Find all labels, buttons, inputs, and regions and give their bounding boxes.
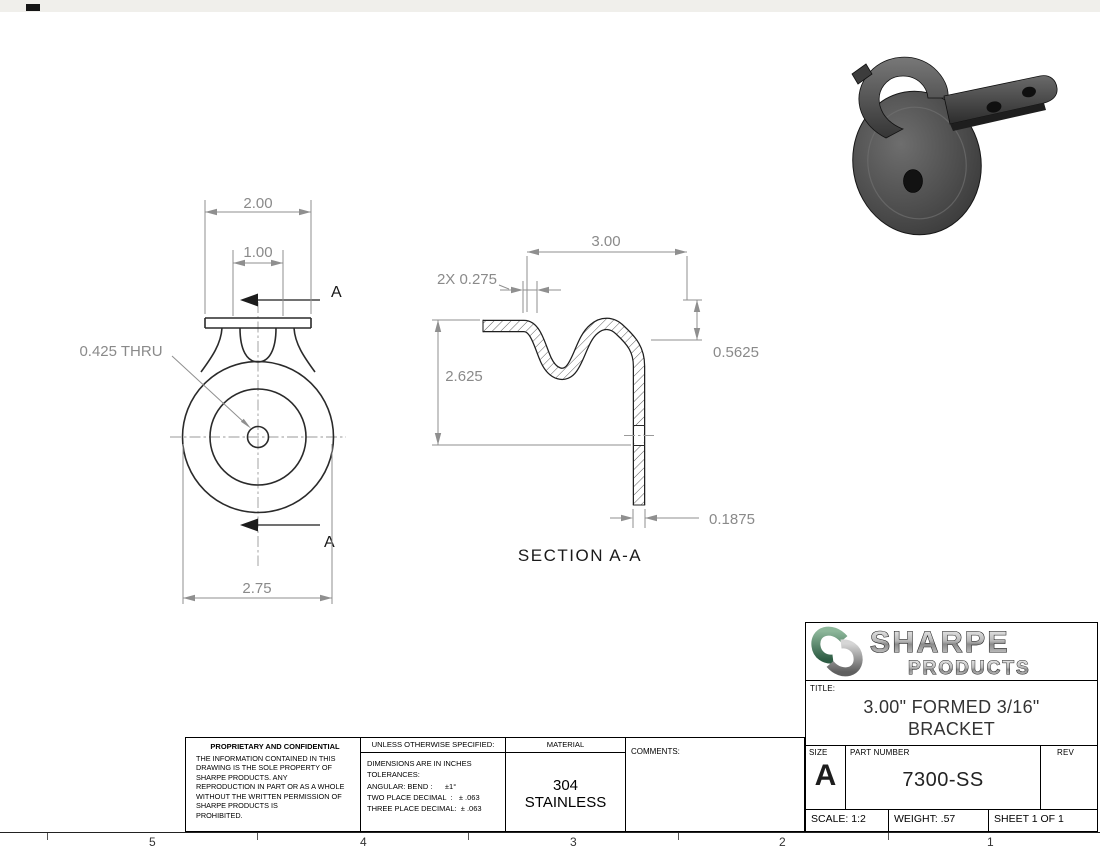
dim-section-height: 2.625 <box>445 368 483 385</box>
sheet-zone-ruler: 5 4 3 2 1 <box>0 832 1100 850</box>
drawing-title-line2: BRACKET <box>907 718 996 739</box>
spec-line: TOLERANCES: <box>367 770 420 780</box>
section-label-top: A <box>331 284 342 301</box>
spec-line: TWO PLACE DECIMAL : ± .063 <box>367 792 480 802</box>
title-row: TITLE: 3.00" FORMED 3/16" BRACKET <box>806 681 1097 746</box>
size-label: SIZE <box>809 748 828 757</box>
proprietary-line: REPRODUCTION IN PART OR AS A WHOLE <box>196 782 345 792</box>
rev-cell: REV <box>1041 746 1097 809</box>
proprietary-line: SHARPE PRODUCTS. ANY <box>196 772 288 782</box>
section-label-bottom: A <box>324 534 335 551</box>
material-value-line2: STAINLESS <box>524 794 607 812</box>
comments-cell: COMMENTS: <box>626 738 804 831</box>
proprietary-line: THE INFORMATION CONTAINED IN THIS <box>196 754 336 763</box>
iso-clamp-lip <box>851 63 873 85</box>
iso-center-hole <box>903 169 923 193</box>
part-number-cell: PART NUMBER 7300-SS <box>846 746 1041 809</box>
section-arrow-top-icon <box>240 293 258 307</box>
section-profile-outline <box>483 317 646 505</box>
zone-tick <box>257 833 258 840</box>
section-cut-marks <box>240 293 320 532</box>
front-view-dimension-lines <box>171 200 333 604</box>
part-number-value: 7300-SS <box>902 769 984 791</box>
proprietary-cell: PROPRIETARY AND CONFIDENTIAL THE INFORMA… <box>186 738 361 831</box>
dim-section-thickness: 0.1875 <box>709 511 755 528</box>
scale-text: SCALE: 1:2 <box>806 810 889 831</box>
proprietary-line: WITHOUT THE WRITTEN PERMISSION OF <box>196 791 342 801</box>
dim-section-lip: 2X 0.275 <box>437 271 497 288</box>
inner-circle <box>209 388 307 486</box>
iso-tab-hole-1 <box>986 101 1002 113</box>
scale-weight-sheet-row: SCALE: 1:2 WEIGHT: .57 SHEET 1 OF 1 <box>806 810 1097 831</box>
hole-break-edges <box>633 424 645 447</box>
section-profile-hatch <box>483 318 644 505</box>
front-view-geometry <box>181 317 335 514</box>
zone-label: 4 <box>360 835 367 849</box>
section-view: 3.00 2X 0.275 2.625 0.5625 0.1875 SECTIO… <box>432 233 759 565</box>
spec-header: UNLESS OTHERWISE SPECIFIED: <box>361 738 505 753</box>
size-cell: SIZE A <box>806 746 846 809</box>
section-view-dimension-lines <box>432 248 702 528</box>
dim-flange-width: 2.00 <box>243 195 272 212</box>
sheet-top-margin <box>0 0 1100 12</box>
rev-label: REV <box>1057 748 1075 757</box>
front-view: A A 2.00 1.00 0.425 THRU 2.75 <box>79 195 346 604</box>
spec-line: THREE PLACE DECIMAL: ± .063 <box>367 804 482 813</box>
iso-view <box>851 56 1058 236</box>
logo-text-sharpe: SHARPE <box>870 626 1010 659</box>
drawing-title-line1: 3.00" FORMED 3/16" <box>863 697 1040 717</box>
zone-tick <box>678 833 679 840</box>
iso-disc-rim <box>867 106 967 220</box>
material-value-line1: 304 <box>552 777 579 794</box>
zone-tick <box>47 833 48 840</box>
part-number-label: PART NUMBER <box>850 748 910 757</box>
logo-s-icon <box>811 626 863 677</box>
proprietary-line: PROHIBITED. <box>196 810 243 820</box>
size-value: A <box>814 759 837 792</box>
profile-end-caps <box>482 319 646 506</box>
iso-tab-edge <box>950 103 1046 131</box>
zone-label: 1 <box>987 835 994 849</box>
logo-row: SHARPE PRODUCTS <box>806 623 1097 681</box>
scan-artifact-mark <box>26 4 40 11</box>
zone-label: 3 <box>570 835 577 849</box>
comments-label: COMMENTS: <box>631 747 680 756</box>
outer-circle <box>181 360 335 514</box>
dim-hub-width: 1.00 <box>243 244 272 261</box>
title-label: TITLE: <box>810 684 836 693</box>
iso-tab-hole-2 <box>1022 86 1036 98</box>
zone-label: 5 <box>149 835 156 849</box>
dim-section-width: 3.00 <box>591 233 620 250</box>
dim-hole-callout: 0.425 THRU <box>79 343 162 360</box>
sheet-text: SHEET 1 OF 1 <box>994 813 1064 825</box>
weight-text: WEIGHT: .57 <box>889 810 989 831</box>
zone-tick <box>888 833 889 840</box>
sharpe-logo: SHARPE PRODUCTS <box>811 625 1031 679</box>
proprietary-line: SHARPE PRODUCTS IS <box>196 801 278 811</box>
section-caption: SECTION A-A <box>518 546 642 565</box>
material-label: MATERIAL <box>506 738 625 753</box>
proprietary-title: PROPRIETARY AND CONFIDENTIAL <box>210 742 340 751</box>
center-hole <box>246 425 270 449</box>
zone-label: 2 <box>779 835 786 849</box>
title-block: SHARPE PRODUCTS TITLE: 3.00" FORMED 3/16… <box>805 622 1098 832</box>
dim-section-drop: 0.5625 <box>713 344 759 361</box>
tolerances-cell: UNLESS OTHERWISE SPECIFIED: DIMENSIONS A… <box>361 738 506 831</box>
logo-text-products: PRODUCTS <box>908 658 1031 679</box>
notes-block: PROPRIETARY AND CONFIDENTIAL THE INFORMA… <box>185 737 805 832</box>
section-arrow-bottom-icon <box>240 518 258 532</box>
material-cell: MATERIAL 304 STAINLESS <box>506 738 626 831</box>
size-part-rev-row: SIZE A PART NUMBER 7300-SS REV <box>806 746 1097 810</box>
spec-line: DIMENSIONS ARE IN INCHES <box>367 759 472 768</box>
spec-line: ANGULAR: BEND : ±1° <box>367 781 457 791</box>
zone-tick <box>468 833 469 840</box>
dim-overall-width: 2.75 <box>242 580 271 597</box>
proprietary-line: DRAWING IS THE SOLE PROPERTY OF <box>196 763 332 773</box>
